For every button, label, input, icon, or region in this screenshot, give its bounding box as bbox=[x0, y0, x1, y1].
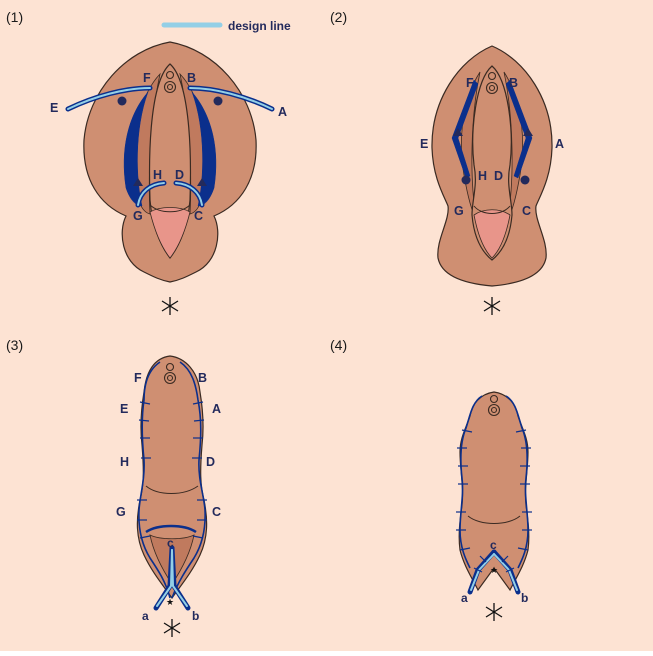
panel-3-label-C: C bbox=[212, 505, 221, 519]
panel-1-label-A: A bbox=[278, 105, 287, 119]
panel-3-number: (3) bbox=[6, 337, 23, 353]
dot-marker-icon bbox=[462, 176, 471, 185]
panel-3-label-G: G bbox=[116, 505, 126, 519]
panel-3-label-A: A bbox=[212, 402, 221, 416]
panel-2-label-E: E bbox=[420, 137, 428, 151]
panel-4-number: (4) bbox=[330, 337, 347, 353]
panel-3-label-a: a bbox=[142, 609, 149, 623]
panel-1-label-H: H bbox=[153, 168, 162, 182]
panel-3-label-H: H bbox=[120, 455, 129, 469]
dot-marker-icon bbox=[521, 176, 530, 185]
panel-3-label-F: F bbox=[134, 371, 142, 385]
panel-4-body bbox=[459, 392, 529, 590]
panel-4-label-b: b bbox=[521, 591, 528, 605]
dot-marker-icon bbox=[214, 97, 223, 106]
panel-2-number: (2) bbox=[330, 9, 347, 25]
panel-2-label-C: C bbox=[522, 204, 531, 218]
star-icon: ★ bbox=[490, 566, 498, 576]
panel-3-label-E: E bbox=[120, 402, 128, 416]
panel-1-label-F: F bbox=[143, 71, 151, 85]
panel-2-label-A: A bbox=[555, 137, 564, 151]
dot-marker-icon bbox=[118, 97, 127, 106]
panel-2-label-G: G bbox=[454, 204, 464, 218]
panel-3-label-c: c bbox=[167, 536, 174, 550]
panel-2-label-H: H bbox=[478, 169, 487, 183]
panel-2-label-D: D bbox=[494, 169, 503, 183]
panel-1-label-D: D bbox=[175, 168, 184, 182]
star-icon: ★ bbox=[166, 598, 174, 608]
panel-3-label-D: D bbox=[206, 455, 215, 469]
panel-1-label-E: E bbox=[50, 101, 58, 115]
panel-4-label-a: a bbox=[461, 591, 468, 605]
panel-3-label-B: B bbox=[198, 371, 207, 385]
panel-2-label-F: F bbox=[466, 76, 474, 90]
panel-4-label-c: c bbox=[490, 538, 497, 552]
panel-1-number: (1) bbox=[6, 9, 23, 25]
legend-label: design line bbox=[228, 19, 291, 33]
panel-1-label-C: C bbox=[194, 209, 203, 223]
panel-1-label-G: G bbox=[133, 209, 143, 223]
panel-1-label-B: B bbox=[187, 71, 196, 85]
panel-2-label-B: B bbox=[509, 76, 518, 90]
panel-3-label-b: b bbox=[192, 609, 199, 623]
